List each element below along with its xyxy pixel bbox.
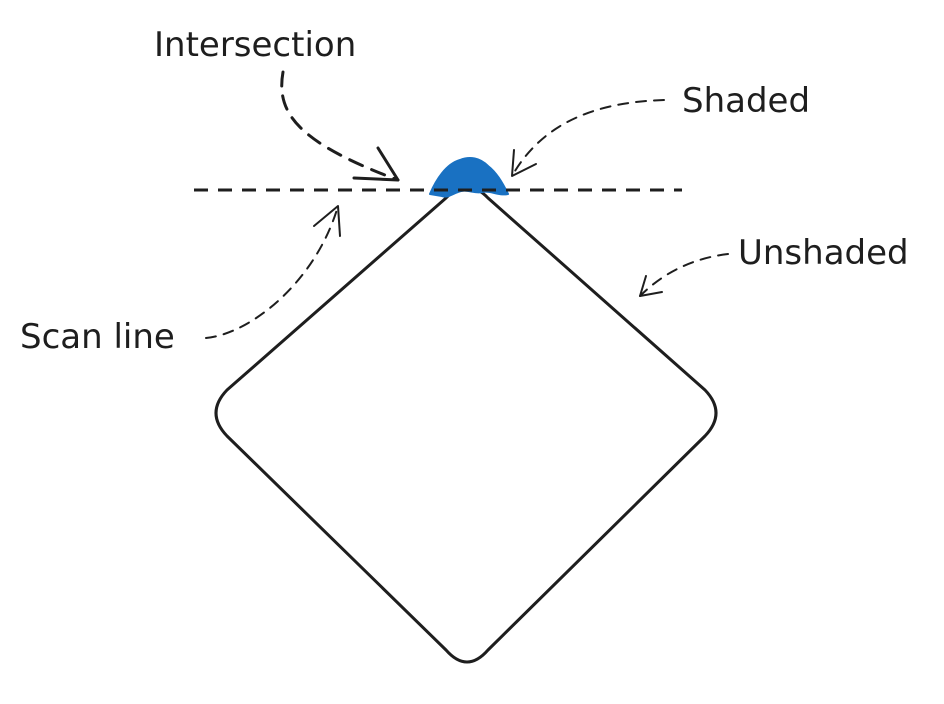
intersection-arrow xyxy=(280,70,400,182)
intersection-arrowhead xyxy=(352,146,400,182)
shaded-region xyxy=(429,157,509,198)
scan-line-arrowhead xyxy=(313,205,341,237)
scan-line-arrow xyxy=(205,205,339,339)
shaded-label: Shaded xyxy=(682,81,810,121)
unshaded-arrow xyxy=(639,253,729,297)
unshaded-label: Unshaded xyxy=(738,233,909,273)
intersection-label: Intersection xyxy=(154,25,356,65)
unshaded-arrowhead xyxy=(639,275,663,297)
rounded-diamond xyxy=(214,185,718,664)
shaded-arrow xyxy=(511,99,665,177)
scan-line-label: Scan line xyxy=(20,317,175,357)
shaded-arrowhead xyxy=(511,149,537,177)
